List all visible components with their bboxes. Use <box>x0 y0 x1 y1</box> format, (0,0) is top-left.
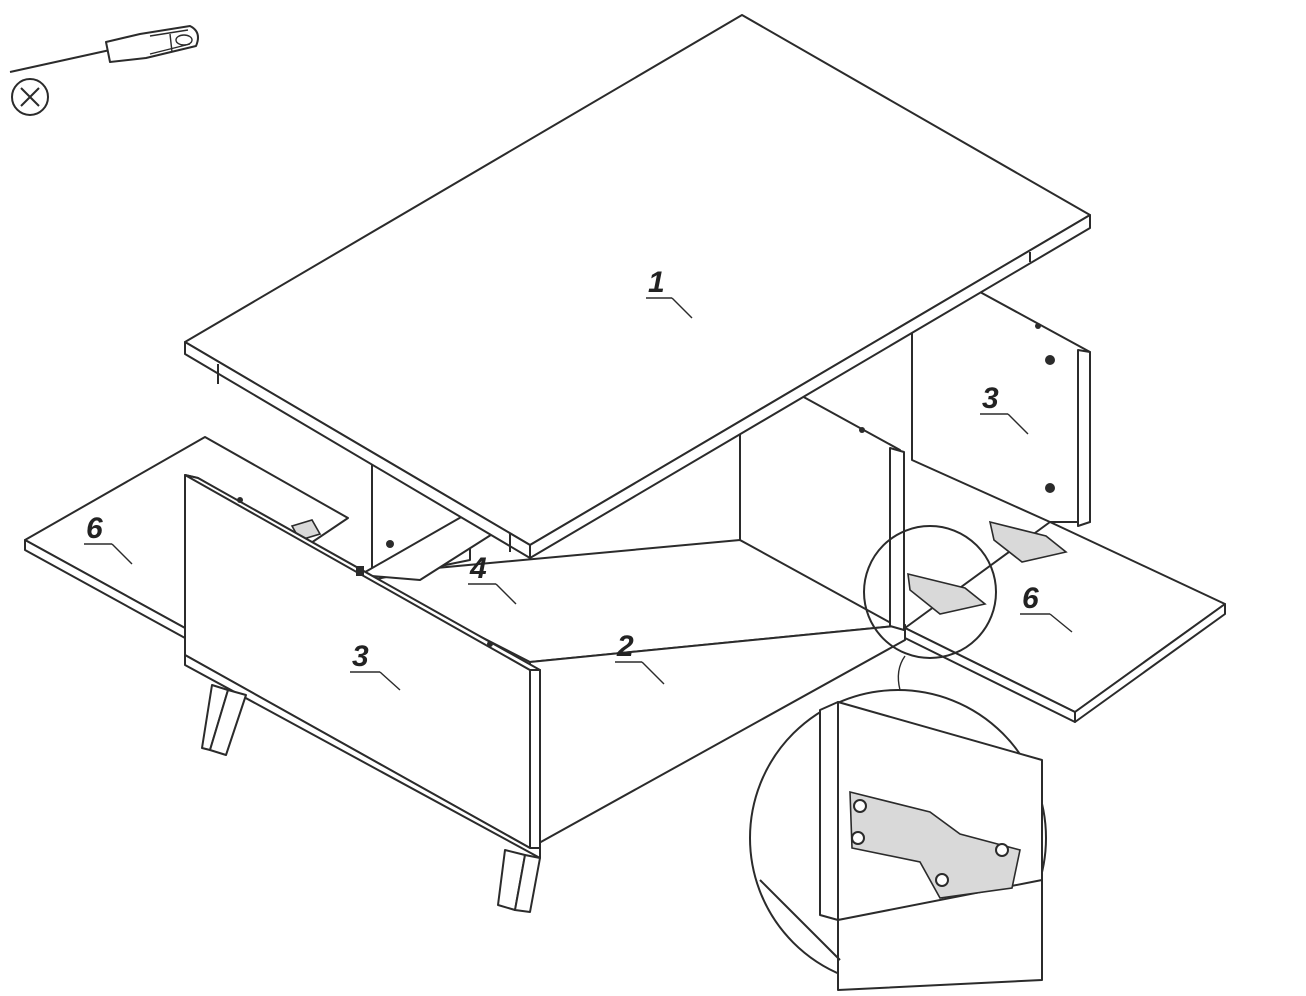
magnifier-connector <box>897 655 906 691</box>
svg-text:1: 1 <box>648 266 665 299</box>
callout-1: 1 <box>646 266 693 319</box>
side-panel-right <box>911 291 1091 527</box>
side-panel-left <box>184 474 541 859</box>
hinge-small-1 <box>907 520 1068 615</box>
svg-text:3: 3 <box>982 382 999 415</box>
magnifier-small-circle <box>863 525 997 659</box>
svg-text:2: 2 <box>616 630 634 663</box>
middle-divider <box>359 454 506 581</box>
legs <box>201 684 541 913</box>
callout-4: 4 <box>468 552 517 605</box>
callout-2: 2 <box>615 630 665 685</box>
svg-text:4: 4 <box>469 552 487 585</box>
top-panel <box>184 14 1091 559</box>
inner-panel <box>739 394 905 631</box>
screwdriver-icon <box>9 25 199 73</box>
svg-text:6: 6 <box>1022 582 1039 615</box>
bottom-panel <box>359 539 906 849</box>
hinge-detail <box>749 689 1047 991</box>
svg-text:6: 6 <box>86 512 103 545</box>
callout-6-right: 6 <box>1020 582 1073 633</box>
callout-6-left: 6 <box>84 512 133 565</box>
svg-text:3: 3 <box>352 640 369 673</box>
callout-3-left: 3 <box>350 640 401 691</box>
prohibited-icon <box>11 78 49 116</box>
callout-3-right: 3 <box>980 382 1029 435</box>
